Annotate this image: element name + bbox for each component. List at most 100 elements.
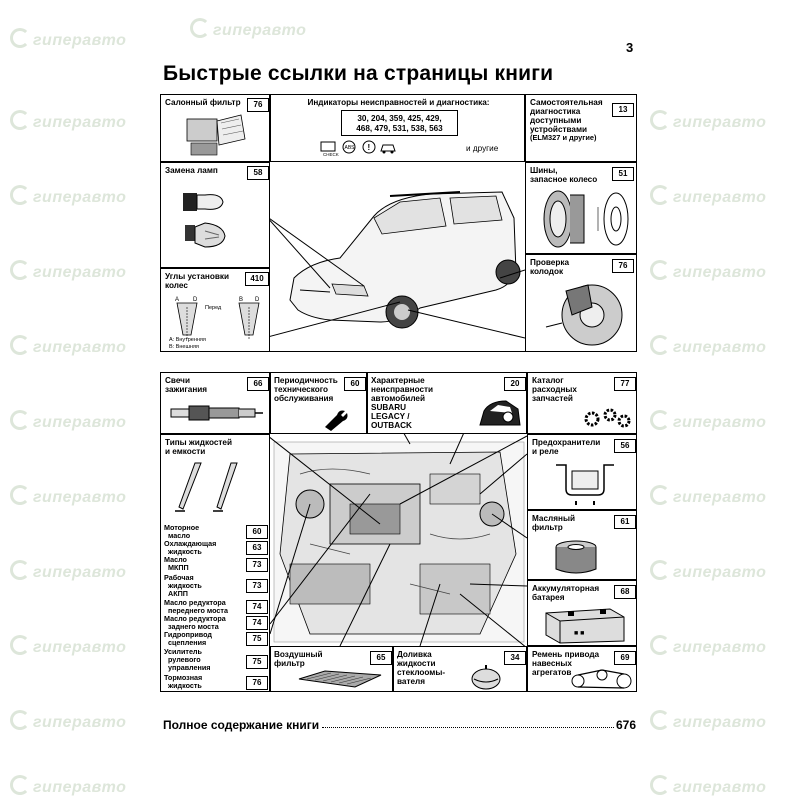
faults-line2: неисправности	[371, 385, 434, 394]
air-filter-panel[interactable]: Воздушный фильтр 65	[270, 646, 393, 692]
page-title: Быстрые ссылки на страницы книги	[163, 62, 554, 85]
wheel-angles-panel[interactable]: Углы установки колес 410 A D B D Перед A…	[160, 268, 270, 352]
watermark-logo-icon	[10, 775, 30, 795]
lamps-panel[interactable]: Замена ламп 58	[160, 162, 270, 268]
svg-text:CHECK: CHECK	[323, 152, 339, 157]
watermark: гиперавто	[10, 635, 126, 657]
self-diag-line5: (ELM327 и другие)	[530, 133, 597, 142]
faults-panel[interactable]: Характерные неисправности автомобилей SU…	[367, 372, 527, 434]
fluid-power-steering-line2: рулевого	[168, 655, 201, 664]
air-filter-icon	[298, 670, 382, 688]
cabin-filter-panel[interactable]: Салонный фильтр 76	[160, 94, 270, 162]
washer-panel[interactable]: Доливка жидкости стеклоомы- вателя 34	[393, 646, 527, 692]
brake-warning-icon: !	[362, 140, 376, 154]
faults-page[interactable]: 20	[504, 377, 526, 391]
watermark-logo-icon	[10, 485, 30, 505]
wheel-angles-page[interactable]: 410	[245, 272, 269, 286]
watermark: гиперавто	[650, 410, 766, 432]
watermark-logo-icon	[650, 635, 670, 655]
catalog-page[interactable]: 77	[614, 377, 636, 391]
self-diag-panel[interactable]: Самостоятельная диагностика доступными у…	[525, 94, 637, 162]
fluid-power-steering-page[interactable]: 75	[246, 655, 268, 669]
spark-page[interactable]: 66	[247, 377, 269, 391]
fluid-power-steering-line3: управления	[168, 663, 211, 672]
catalog-line1: Каталог	[532, 376, 564, 385]
indicators-pages-line2: 468, 479, 531, 538, 563	[356, 124, 443, 133]
engine-bay-diagram	[270, 434, 527, 646]
toc-label[interactable]: Полное содержание книги	[163, 718, 320, 732]
oil-filter-page[interactable]: 61	[614, 515, 636, 529]
washer-page[interactable]: 34	[504, 651, 526, 665]
battery-line1: Аккумуляторная	[532, 584, 600, 593]
watermark: гиперавто	[10, 410, 126, 432]
fluid-engine-oil-line1: Моторное	[164, 523, 200, 532]
watermark-logo-icon	[10, 635, 30, 655]
washer-reservoir-icon	[471, 665, 501, 690]
washer-line1: Доливка	[397, 650, 432, 659]
indicators-pages-box[interactable]: 30, 204, 359, 425, 429, 468, 479, 531, 5…	[341, 110, 458, 136]
tires-page[interactable]: 51	[612, 167, 634, 181]
indicators-panel[interactable]: Индикаторы неисправностей и диагностика:…	[270, 94, 525, 162]
fluid-engine-oil-page[interactable]: 60	[246, 525, 268, 539]
cabin-filter-icon	[186, 114, 246, 156]
fluid-front-diff-page[interactable]: 74	[246, 600, 268, 614]
fuses-line1: Предохранители	[532, 438, 601, 447]
cabin-filter-page[interactable]: 76	[247, 98, 269, 112]
fluids-title-line1: Типы жидкостей	[165, 438, 233, 447]
fluid-coolant-page[interactable]: 63	[246, 541, 268, 555]
belt-panel[interactable]: Ремень привода навесных агрегатов 69	[527, 646, 637, 692]
service-page[interactable]: 60	[344, 377, 366, 391]
pads-line1: Проверка	[530, 258, 570, 267]
oil-filter-line2: фильтр	[532, 523, 563, 532]
washer-line3: стеклоомы-	[397, 668, 446, 677]
watermark: гиперавто	[10, 560, 126, 582]
car-pointer-lines	[270, 218, 525, 339]
toc-page[interactable]: 676	[616, 718, 637, 732]
belt-line1: Ремень привода	[532, 650, 600, 659]
fluid-clutch-page[interactable]: 75	[246, 632, 268, 646]
angle-legend-b: B: Внешняя	[169, 344, 199, 350]
wheel-alignment-icon: A D B D	[175, 297, 260, 339]
service-line3: обслуживания	[274, 394, 334, 403]
belt-page[interactable]: 69	[614, 651, 636, 665]
fluid-rear-diff-line1: Масло редуктора	[164, 614, 226, 623]
oil-filter-panel[interactable]: Масляный фильтр 61	[527, 510, 637, 580]
pads-page[interactable]: 76	[612, 259, 634, 273]
watermark-logo-icon	[10, 560, 30, 580]
battery-panel[interactable]: Аккумуляторная батарея 68 ■ ■	[527, 580, 637, 646]
watermark-logo-icon	[650, 560, 670, 580]
fuses-page[interactable]: 56	[614, 439, 636, 453]
tires-panel[interactable]: Шины, запасное колесо 51	[525, 162, 637, 254]
cabin-filter-label: Салонный фильтр	[165, 98, 241, 107]
toc-leader-dots	[322, 727, 614, 728]
fluid-atf-page[interactable]: 73	[246, 579, 268, 593]
watermark: гиперавто	[650, 260, 766, 282]
watermark-logo-icon	[10, 260, 30, 280]
tires-line1: Шины,	[530, 166, 558, 175]
catalog-panel[interactable]: Каталог расходных запчастей 77	[527, 372, 637, 434]
fuses-line2: и реле	[532, 447, 559, 456]
lamps-page[interactable]: 58	[247, 166, 269, 180]
battery-page[interactable]: 68	[614, 585, 636, 599]
belt-line2: навесных	[532, 659, 572, 668]
catalog-line2: расходных	[532, 385, 577, 394]
faults-line4: SUBARU	[371, 403, 407, 412]
watermark: гиперавто	[10, 485, 126, 507]
fluid-mt-oil-page[interactable]: 73	[246, 558, 268, 572]
fluid-rear-diff-page[interactable]: 74	[246, 616, 268, 630]
spark-panel[interactable]: Свечи зажигания 66	[160, 372, 270, 434]
watermark: гиперавто	[650, 110, 766, 132]
abs-icon: ABS	[342, 140, 356, 154]
pads-panel[interactable]: Проверка колодок 76	[525, 254, 637, 352]
fluid-brake-page[interactable]: 76	[246, 676, 268, 690]
washer-line4: вателя	[397, 677, 426, 686]
service-line1: Периодичность	[274, 376, 338, 385]
fluid-brake-line1: Тормозная	[164, 673, 203, 682]
service-panel[interactable]: Периодичность технического обслуживания …	[270, 372, 367, 434]
svg-text:B: B	[239, 297, 243, 303]
fluid-engine-oil-line2: масло	[168, 531, 191, 540]
self-diag-page[interactable]: 13	[612, 103, 634, 117]
air-filter-page[interactable]: 65	[370, 651, 392, 665]
fuses-panel[interactable]: Предохранители и реле 56	[527, 434, 637, 510]
watermark: гиперавто	[650, 485, 766, 507]
